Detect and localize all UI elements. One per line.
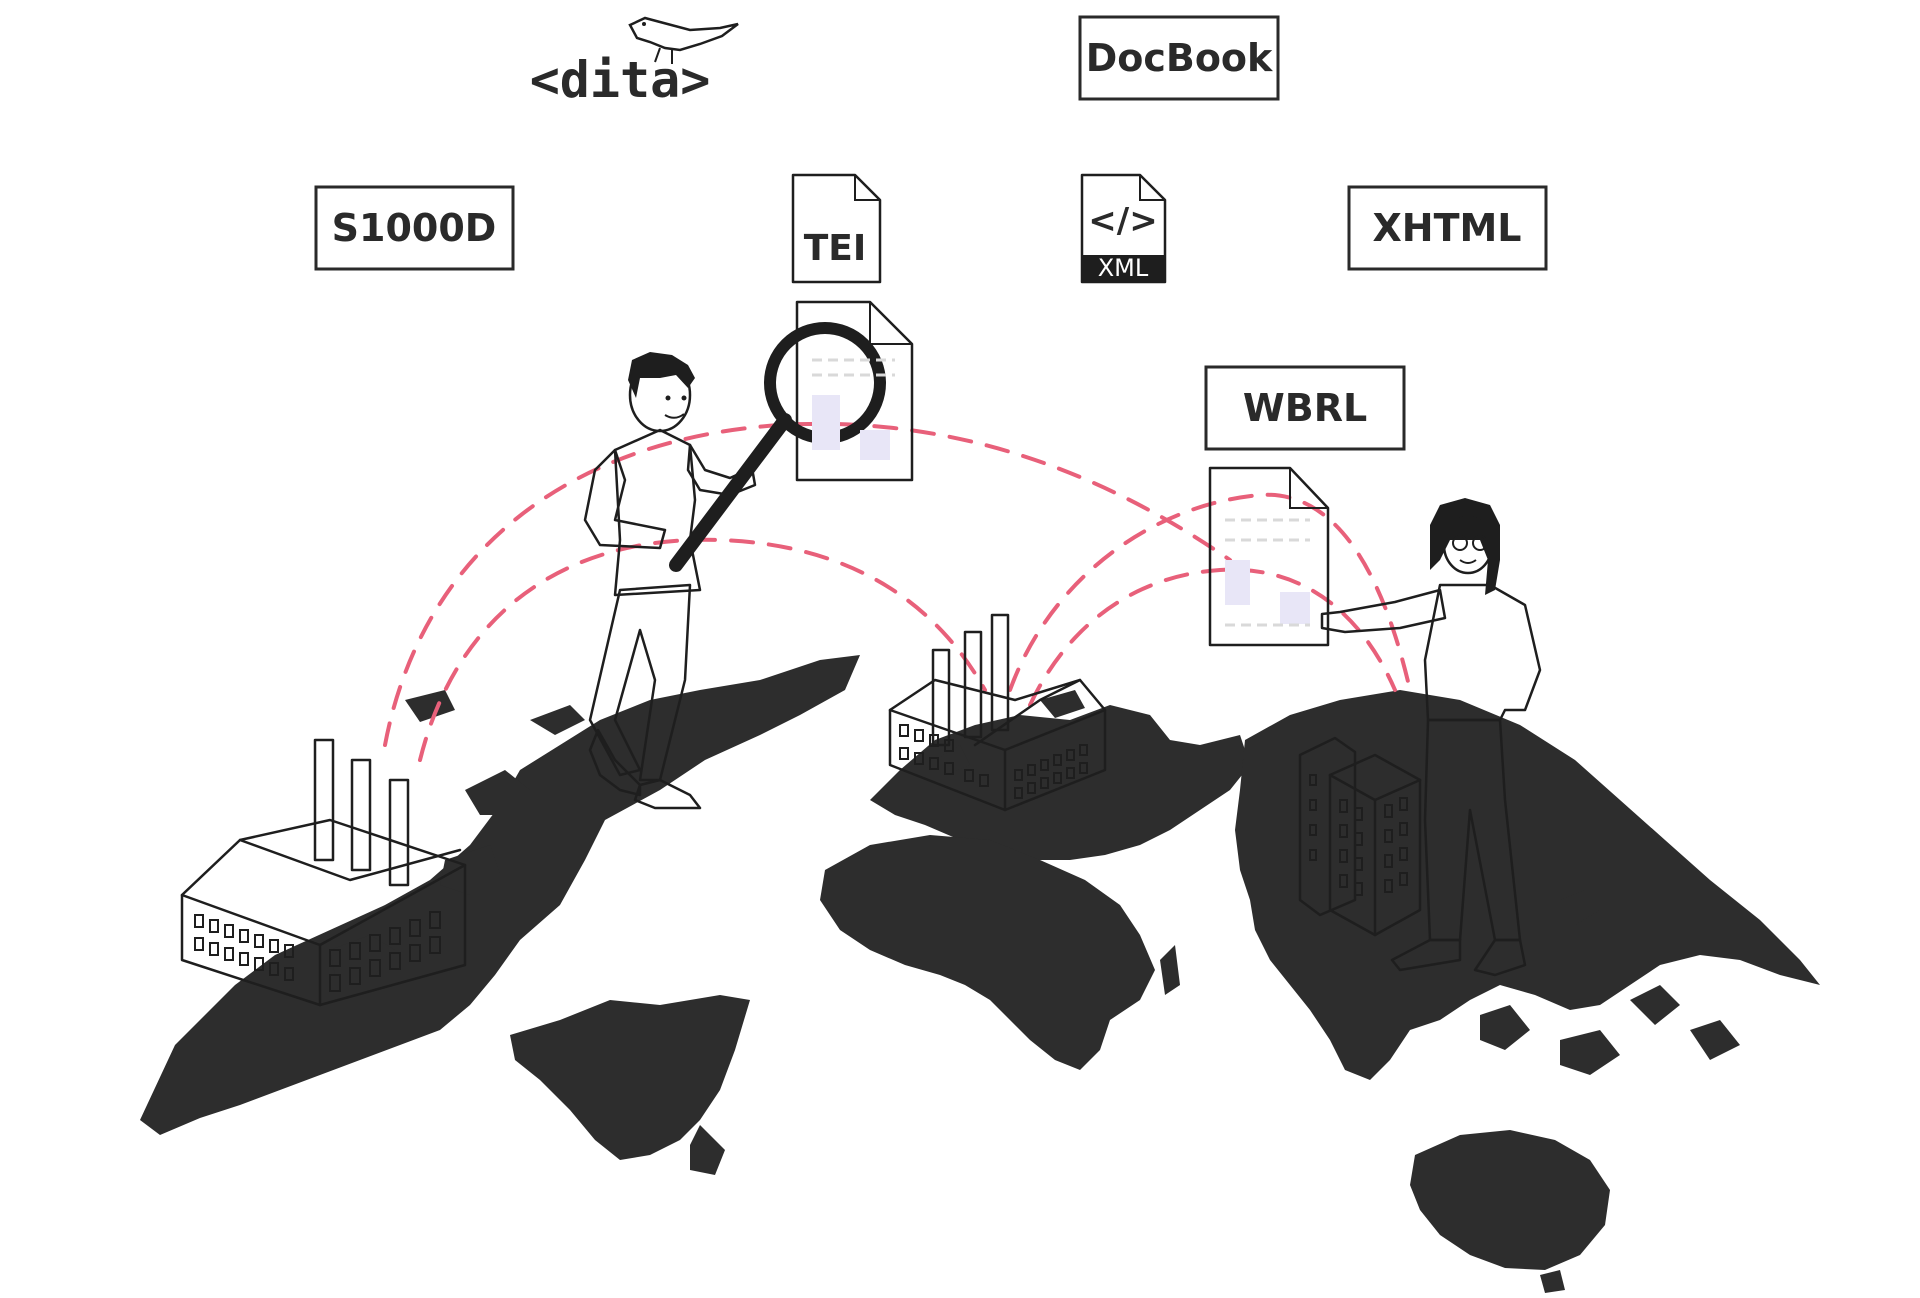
factory-center [888,613,1107,812]
connection-arcs [383,421,1412,762]
wbrl-label: WBRL [1243,386,1367,430]
factory-left [180,738,467,1007]
docbook-box [1078,15,1280,101]
man-character [583,322,886,810]
arc-left-inner [418,537,987,762]
magnifying-glass-icon [669,322,886,572]
woman-character [1320,498,1542,977]
s1000d-label: S1000D [332,206,497,250]
document-wbrl [1208,466,1330,647]
xhtml-label: XHTML [1372,206,1521,250]
continent-africa [820,835,1155,1070]
xml-code-glyph: </> [1088,201,1157,241]
continent-south-america [510,995,750,1160]
office-building [1298,736,1422,937]
document-magnified [795,300,914,482]
s1000d-box [314,185,515,271]
continent-australia [1410,1130,1610,1270]
xml-file-icon [1080,173,1167,284]
xhtml-box [1347,185,1548,271]
dita-logo: <dita> [530,16,739,109]
arc-right-inner [1028,567,1397,707]
continent-asia [1235,690,1820,1080]
dita-logo-text: <dita> [530,51,711,109]
continent-north-america [140,655,860,1135]
world-map [140,655,1820,1293]
docbook-label: DocBook [1086,36,1273,80]
bird-icon [628,16,739,64]
xml-label: XML [1098,254,1149,282]
document-icon [791,173,882,284]
tei-label: TEI [804,228,867,269]
wbrl-box [1204,365,1406,451]
